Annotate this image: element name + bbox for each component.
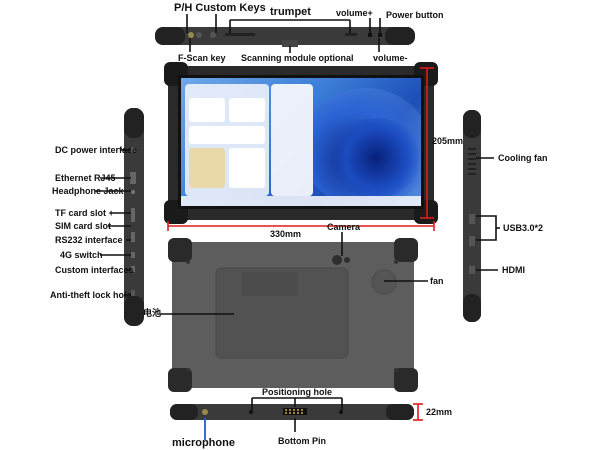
ethernet-label: Ethernet RJ45 xyxy=(55,173,116,183)
device-bottom-edge xyxy=(170,404,414,420)
trumpet-label: trumpet xyxy=(270,6,311,18)
rs232-label: RS232 interface xyxy=(55,235,123,245)
taskbar xyxy=(181,196,421,206)
wallpaper-bloom-inner xyxy=(331,118,421,198)
dc-power-label: DC power interface xyxy=(55,145,138,155)
tips-widget xyxy=(229,148,265,188)
sim-card-label: SIM card slot xyxy=(55,221,112,231)
tf-card-label: TF card slot + xyxy=(55,208,114,218)
scanning-module-label: Scanning module optional xyxy=(241,53,354,63)
bottom-pin-label: Bottom Pin xyxy=(278,436,326,446)
positioning-hole-label: Positioning hole xyxy=(262,387,332,397)
device-left-edge xyxy=(124,108,144,326)
calendar-widget xyxy=(229,98,265,122)
widgets-panel xyxy=(185,84,269,196)
volume-minus-label: volume- xyxy=(373,53,408,63)
width-dimension-label: 330mm xyxy=(270,229,302,239)
height-dimension-label: 205mm xyxy=(432,136,464,146)
fan-label: fan xyxy=(430,276,444,286)
anti-theft-label: Anti-theft lock hole xyxy=(50,290,132,300)
battery-label: 电池 xyxy=(143,308,162,318)
4g-switch-label: 4G switch xyxy=(60,250,103,260)
camera-label: Camera xyxy=(327,222,361,232)
headphone-label: Headphone Jack xyxy=(52,186,124,196)
f-scan-key-label: F-Scan key xyxy=(178,53,226,63)
quick-settings-panel xyxy=(271,84,313,196)
usb-label: USB3.0*2 xyxy=(503,223,544,233)
custom-keys-label: P/H Custom Keys xyxy=(174,2,266,14)
device-back xyxy=(168,238,418,392)
tablet-screen xyxy=(181,78,421,206)
device-right-edge xyxy=(463,110,481,322)
news-widget xyxy=(189,126,265,144)
cooling-fan-label: Cooling fan xyxy=(498,153,548,163)
hdmi-label: HDMI xyxy=(502,265,525,275)
thickness-dimension-label: 22mm xyxy=(426,407,453,417)
photo-widget xyxy=(189,148,225,188)
power-button-label: Power button xyxy=(386,10,444,20)
volume-plus-label: volume+ xyxy=(336,8,373,18)
custom-interfaces-label: Custom interfaces xyxy=(55,265,134,275)
weather-widget xyxy=(189,98,225,122)
microphone-label: microphone xyxy=(172,437,235,449)
